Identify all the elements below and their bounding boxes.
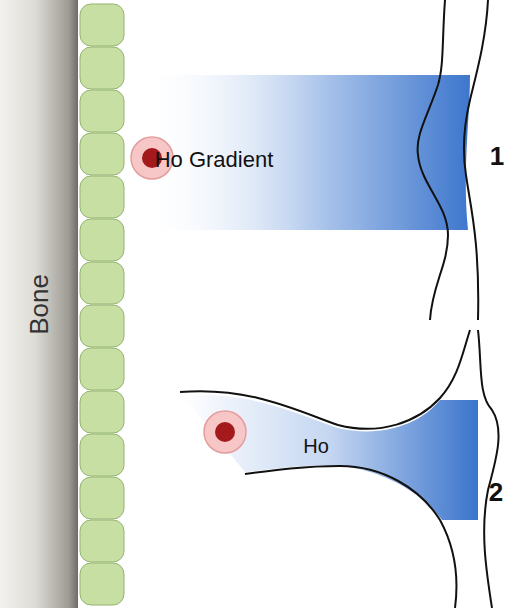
lining-cell (80, 434, 124, 476)
lining-cell (80, 133, 124, 175)
vessel-wall (418, 0, 448, 320)
callout-number: 2 (489, 477, 503, 508)
lining-cell (80, 348, 124, 390)
lining-cell (80, 520, 124, 562)
callout-number: 1 (490, 141, 504, 172)
lining-cell (80, 477, 124, 519)
ho-lumen (182, 395, 478, 520)
gradient-label: Ho Gradient (155, 147, 274, 173)
ho-gradient-band (140, 75, 475, 230)
lining-cells (80, 4, 124, 605)
lining-cell (80, 90, 124, 132)
lining-cell (80, 4, 124, 46)
vessel-wall (464, 0, 488, 320)
lining-cell (80, 305, 124, 347)
bone-label: Bone (23, 274, 54, 335)
lining-cell (80, 219, 124, 261)
lining-cell (80, 176, 124, 218)
lining-cell (80, 391, 124, 433)
red-cell (204, 411, 246, 453)
bone-bar: Bone (0, 0, 78, 608)
lining-cell (80, 262, 124, 304)
lining-cell (80, 47, 124, 89)
vessel-wall (478, 330, 499, 608)
ho-label: Ho (303, 435, 329, 458)
lining-cell (80, 563, 124, 605)
sprout-wall (245, 466, 457, 608)
